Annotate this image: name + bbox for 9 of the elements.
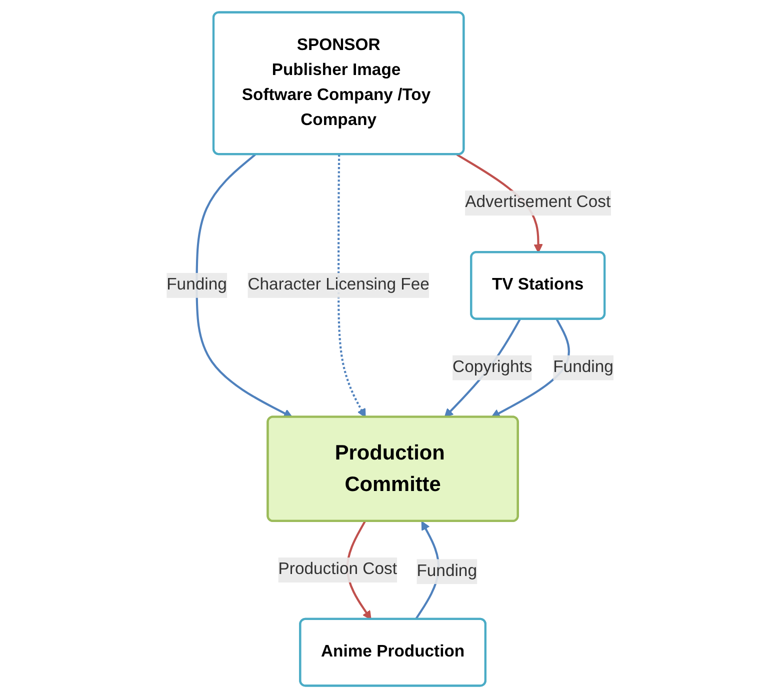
edge-label: Funding — [166, 276, 227, 294]
edge-label: Funding — [416, 562, 477, 580]
edge-label: Advertisement Cost — [465, 194, 611, 212]
edge-label: Character Licensing Fee — [248, 276, 430, 294]
edge-label: Copyrights — [452, 358, 532, 376]
arrow — [196, 154, 293, 418]
edge-label: Production Cost — [278, 560, 397, 578]
edge-label: Funding — [553, 358, 614, 376]
arrow — [338, 154, 366, 418]
